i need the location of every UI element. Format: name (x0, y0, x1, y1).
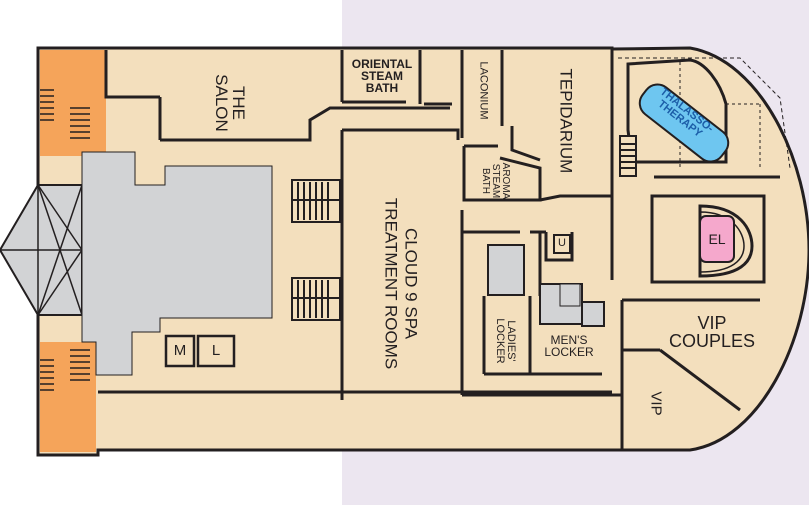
label-ladies-locker: LADIES' LOCKER (494, 318, 517, 364)
label-room-m: M (173, 342, 187, 359)
room-l (196, 334, 236, 368)
stairs-bottom (40, 342, 96, 452)
pool-steps (619, 135, 637, 177)
label-room-u: U (558, 237, 566, 249)
label-salon: THE SALON (212, 74, 248, 132)
elevator (699, 215, 735, 263)
label-cloud9-spa: CLOUD 9 SPA TREATMENT ROOMS (382, 197, 421, 370)
label-vip-couples: VIP COUPLES (668, 313, 756, 351)
label-vip: VIP (647, 391, 665, 416)
label-elevator: EL (708, 231, 726, 247)
locker-fixture-a (487, 244, 525, 296)
atrium-void (81, 151, 273, 376)
thalasso-pool (638, 83, 730, 163)
label-oriental-steam-bath: ORIENTAL STEAM BATH (351, 57, 413, 95)
stairs-top (40, 50, 106, 156)
label-tepidarium: TEPIDARIUM (556, 68, 576, 174)
locker-fixture-d (581, 301, 605, 327)
label-laconium: LACONIUM (477, 61, 490, 120)
locker-fixture-c (559, 283, 581, 307)
room-m (164, 334, 196, 368)
stair-steps (40, 89, 90, 391)
label-aroma-steam-bath: AROMA STEAM BATH (480, 162, 511, 200)
stairs-midship (291, 179, 341, 321)
interior-walls (98, 50, 780, 450)
room-u (553, 234, 571, 254)
label-room-l: L (211, 342, 221, 359)
label-mens-locker: MEN'S LOCKER (544, 333, 594, 359)
